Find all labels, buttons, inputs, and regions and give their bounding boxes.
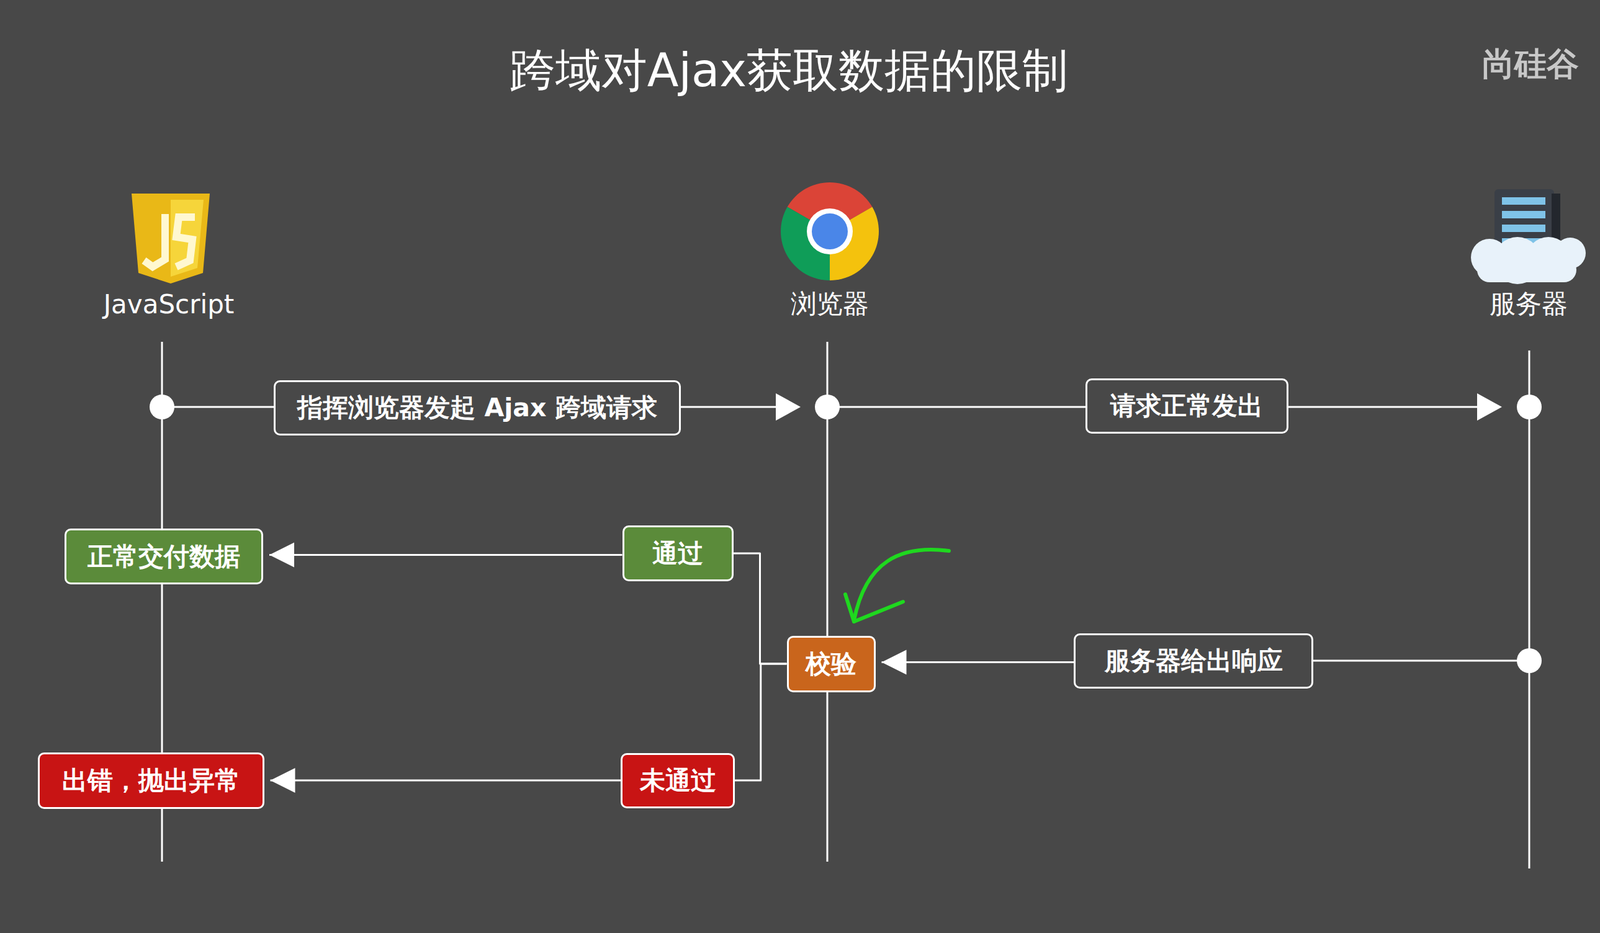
letter-j: [143, 214, 166, 267]
chrome-logo: [780, 182, 879, 281]
box-text: 服务器给出响应: [1104, 644, 1283, 679]
server-icon: [1470, 189, 1586, 285]
shield-half: [170, 199, 204, 277]
lifeline: [1528, 350, 1531, 869]
highlight-stroke: [853, 549, 949, 621]
connector: [270, 780, 622, 783]
lifeline-dot: [1516, 648, 1542, 674]
connector: [734, 664, 787, 781]
box-text: 出错，抛出异常: [62, 764, 241, 799]
slot: [1501, 224, 1546, 233]
javascript-logo: [131, 193, 210, 284]
lifeline-dot: [1516, 394, 1542, 420]
lifeline-dot: [814, 394, 840, 420]
cloud: [1470, 237, 1586, 285]
status-box: 通过: [622, 525, 734, 582]
arrowhead: [775, 393, 801, 421]
cloud-base: [1477, 257, 1577, 283]
watermark: 尚硅谷: [1482, 42, 1579, 87]
connector: [269, 554, 623, 557]
lane-label: 服务器: [1489, 286, 1568, 322]
box-text: 指挥浏览器发起 Ajax 跨域请求: [297, 391, 657, 426]
status-box: 未通过: [620, 753, 735, 809]
box-text: 未通过: [639, 764, 717, 799]
arrowhead: [1477, 393, 1502, 421]
highlight-arrow: [845, 549, 949, 622]
message-box: 请求正常发出: [1085, 378, 1289, 434]
slot: [1501, 211, 1546, 219]
connector: [733, 553, 787, 665]
result-box: 正常交付数据: [64, 528, 264, 585]
logo-center: [811, 213, 848, 250]
highlight-head: [845, 594, 854, 622]
result-box: 出错，抛出异常: [37, 752, 265, 810]
shield: [131, 193, 210, 284]
lifeline-dot: [149, 394, 175, 420]
message-box: 指挥浏览器发起 Ajax 跨域请求: [273, 380, 681, 436]
title: 跨域对Ajax获取数据的限制: [509, 40, 1069, 103]
connector: [881, 661, 1075, 664]
box-text: 通过: [652, 536, 704, 571]
logo-ring: [806, 208, 853, 255]
box-text: 请求正常发出: [1110, 389, 1263, 424]
lifelines: [161, 341, 1530, 869]
highlight-head: [853, 602, 904, 622]
check-box: 校验: [786, 636, 876, 693]
message-lines: [161, 407, 1530, 661]
lane-label: 浏览器: [790, 286, 869, 322]
letter-s: [176, 217, 195, 267]
dots: [149, 394, 1542, 674]
message-box: 服务器给出响应: [1073, 633, 1314, 689]
box-text: 校验: [805, 647, 857, 682]
lane-label: JavaScript: [103, 289, 235, 320]
lifeline: [826, 341, 829, 863]
box-text: 正常交付数据: [87, 539, 241, 575]
slot: [1501, 197, 1546, 205]
